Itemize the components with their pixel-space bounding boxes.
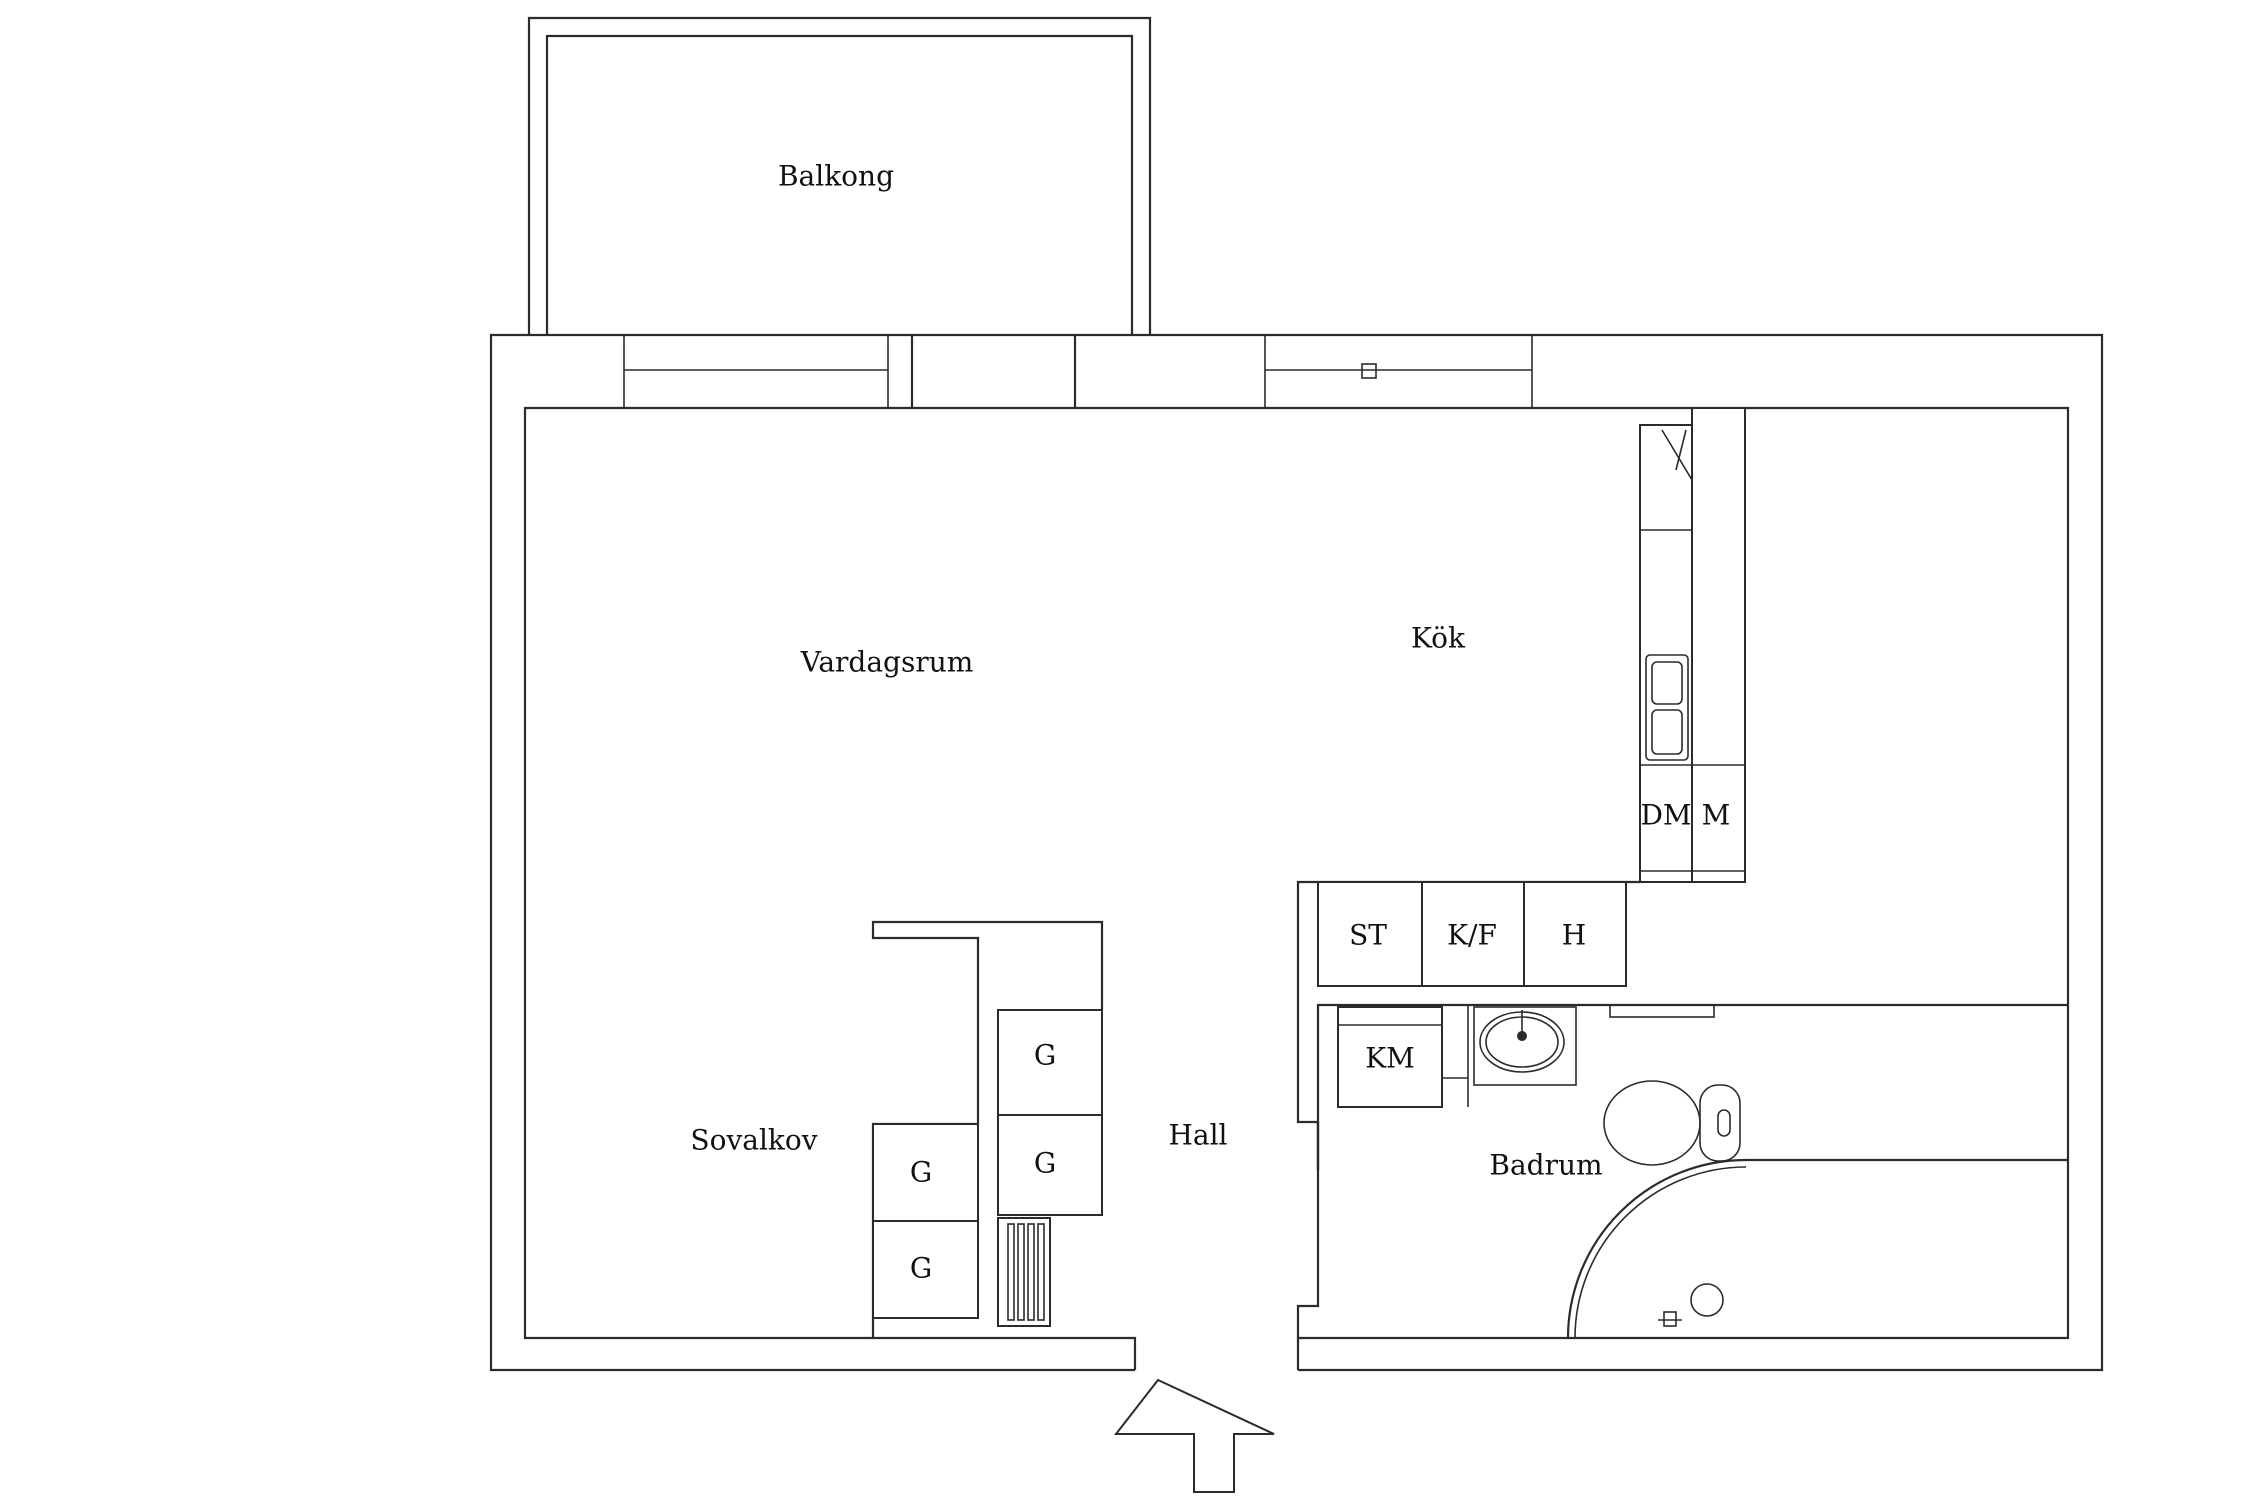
fixture-label-hat-shelf: H (1562, 919, 1586, 952)
wardrobes (872, 1009, 1103, 1319)
room-label-kitchen: Kök (1411, 622, 1466, 655)
wardrobe-label: G (1034, 1147, 1056, 1180)
fixture-label-washing-machine: KM (1365, 1042, 1415, 1075)
kitchen-counter (1639, 407, 1746, 883)
fixture-label-microwave: M (1702, 799, 1731, 832)
room-label-living-room: Vardagsrum (800, 646, 974, 679)
shoe-rack (997, 1217, 1051, 1327)
wardrobe-label: G (910, 1252, 932, 1285)
room-label-sleeping-alcove: Sovalkov (690, 1124, 817, 1157)
fixture-label-stove: ST (1349, 919, 1387, 952)
shower (1566, 1158, 2068, 1339)
tall-cabinets (1317, 881, 1627, 987)
fixture-label-dishwasher: DM (1640, 799, 1691, 832)
windows (623, 335, 1533, 408)
kitchen-sink (1645, 654, 1689, 761)
fridge-door-swing (1661, 429, 1693, 481)
towel-rail (1609, 1004, 1715, 1018)
toilet (1603, 1080, 1741, 1166)
exterior-walls (489, 333, 2104, 1372)
wardrobe-label: G (910, 1156, 932, 1189)
washbasin (1473, 1006, 1577, 1086)
wardrobe-label: G (1034, 1039, 1056, 1072)
balcony (527, 16, 1152, 335)
room-label-bathroom: Badrum (1489, 1149, 1602, 1182)
room-label-hall: Hall (1168, 1119, 1227, 1152)
fixture-label-fridge-freezer: K/F (1447, 919, 1497, 952)
entrance-arrow-icon (1113, 1378, 1275, 1493)
washing-machine (1337, 1005, 1469, 1108)
room-label-balcony: Balkong (778, 160, 894, 193)
